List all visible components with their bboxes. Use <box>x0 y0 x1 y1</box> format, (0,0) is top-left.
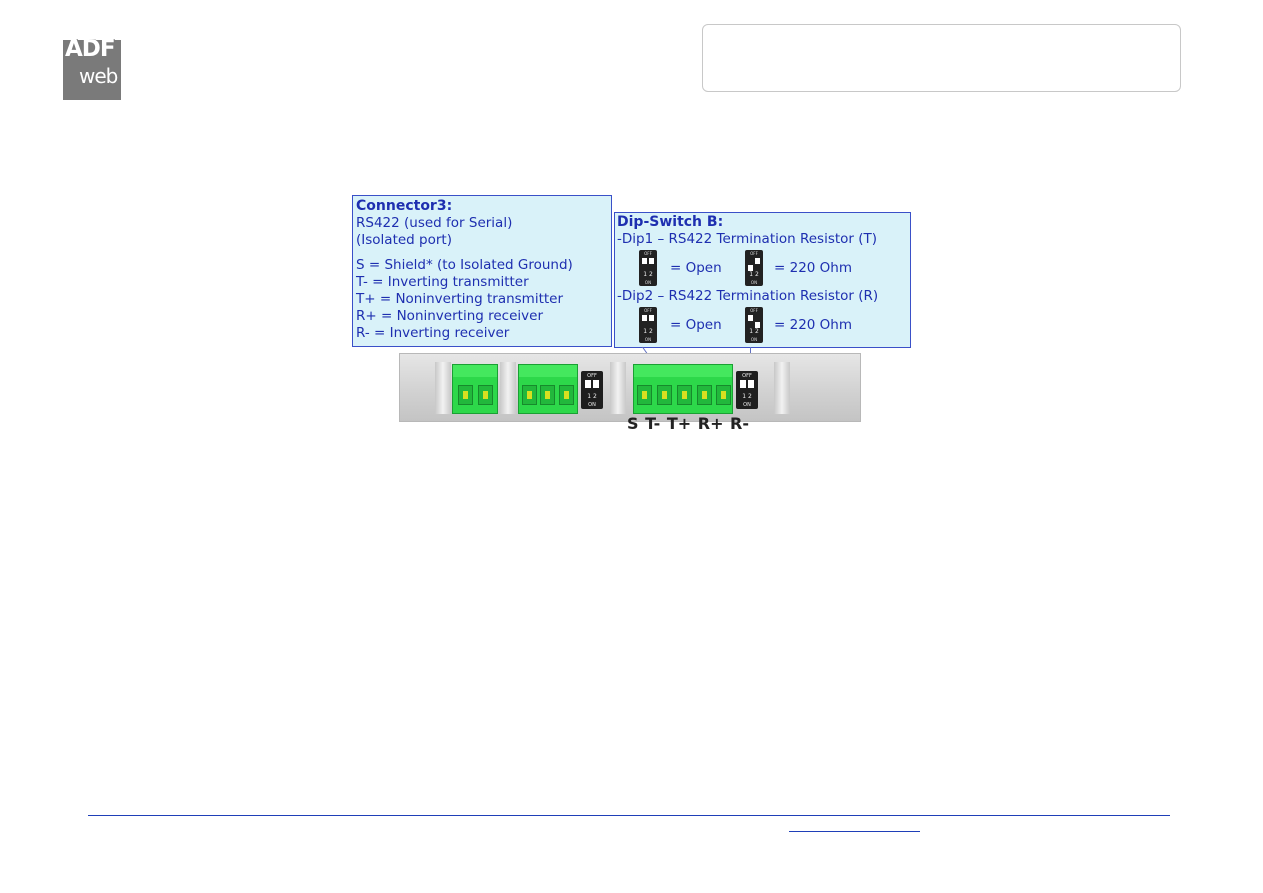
terminal-block-1 <box>452 364 498 414</box>
panel-rib <box>610 362 626 414</box>
logo-background <box>63 40 121 100</box>
dip2-open-label: = Open <box>670 317 722 333</box>
dip2-220ohm-label: = 220 Ohm <box>774 317 852 333</box>
dip-switch-b-title: Dip-Switch B: <box>617 214 724 230</box>
footer-divider <box>88 815 1170 816</box>
connector3-pin-labels: S T- T+ R+ R- <box>627 414 750 433</box>
connector3-line: R+ = Noninverting receiver <box>356 308 543 324</box>
dip2-settings-row: OFF 1 2 ON = Open OFF 1 2 ON = 220 Ohm <box>617 305 910 345</box>
dip2-description: -Dip2 – RS422 Termination Resistor (R) <box>617 288 879 304</box>
dip-switch-220ohm-icon: OFF 1 2 ON <box>745 307 763 343</box>
panel-rib <box>774 362 790 414</box>
dip1-description: -Dip1 – RS422 Termination Resistor (T) <box>617 231 878 247</box>
dip-switch-a[interactable]: OFF 1 2 ON <box>581 371 603 409</box>
terminal-block-2 <box>518 364 578 414</box>
connector3-title: Connector3: <box>356 198 453 214</box>
panel-rib <box>435 362 451 414</box>
connector3-callout: Connector3: RS422 (used for Serial) (Iso… <box>352 195 612 347</box>
dip1-settings-row: OFF 1 2 ON = Open OFF 1 2 ON = 220 Ohm <box>617 248 910 288</box>
connector3-line: RS422 (used for Serial) <box>356 215 513 231</box>
dip-switch-open-icon: OFF 1 2 ON <box>639 307 657 343</box>
panel-rib <box>500 362 516 414</box>
connector3-terminal-block <box>633 364 733 414</box>
connector3-line: S = Shield* (to Isolated Ground) <box>356 257 573 273</box>
connector3-line: (Isolated port) <box>356 232 452 248</box>
dip-switch-220ohm-icon: OFF 1 2 ON <box>745 250 763 286</box>
dip-switch-b-callout: Dip-Switch B: -Dip1 – RS422 Termination … <box>614 212 911 348</box>
logo-web-text: web <box>79 64 118 88</box>
adfweb-logo: ADF web <box>63 36 121 100</box>
dip-switch-b[interactable]: OFF 1 2 ON <box>736 371 758 409</box>
dip-switch-open-icon: OFF 1 2 ON <box>639 250 657 286</box>
connector3-line: R- = Inverting receiver <box>356 325 510 341</box>
connector3-line: T- = Inverting transmitter <box>356 274 529 290</box>
connector3-line: T+ = Noninverting transmitter <box>356 291 564 307</box>
dip1-open-label: = Open <box>670 260 722 276</box>
dip1-220ohm-label: = 220 Ohm <box>774 260 852 276</box>
footer-link-underline[interactable] <box>789 831 920 832</box>
device-front-panel: OFF 1 2 ON OFF 1 2 ON <box>399 353 861 422</box>
header-box <box>702 24 1181 92</box>
logo-adf-text: ADF <box>65 36 116 62</box>
